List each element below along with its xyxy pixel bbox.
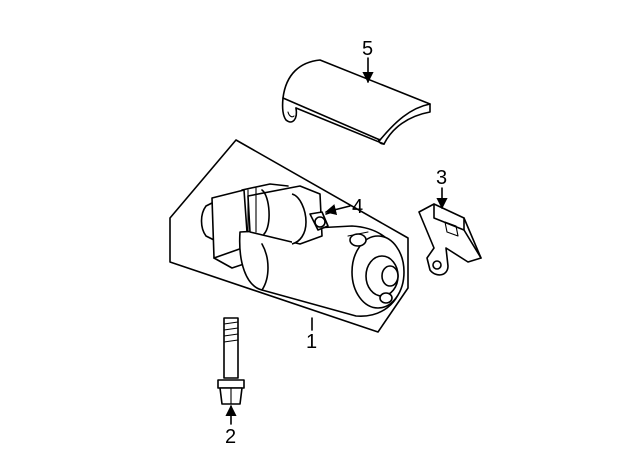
heat-shield[interactable] <box>281 59 431 145</box>
callout-5: 5 <box>362 38 373 60</box>
callout-4: 4 <box>352 196 363 218</box>
callout-3: 3 <box>436 167 447 189</box>
leader-4 <box>324 204 351 215</box>
callout-1: 1 <box>306 331 317 353</box>
solenoid-terminal[interactable] <box>309 211 333 231</box>
bolt[interactable] <box>217 317 245 405</box>
callout-2: 2 <box>225 426 236 448</box>
starter-motor[interactable] <box>169 139 409 333</box>
bracket[interactable] <box>418 203 482 276</box>
